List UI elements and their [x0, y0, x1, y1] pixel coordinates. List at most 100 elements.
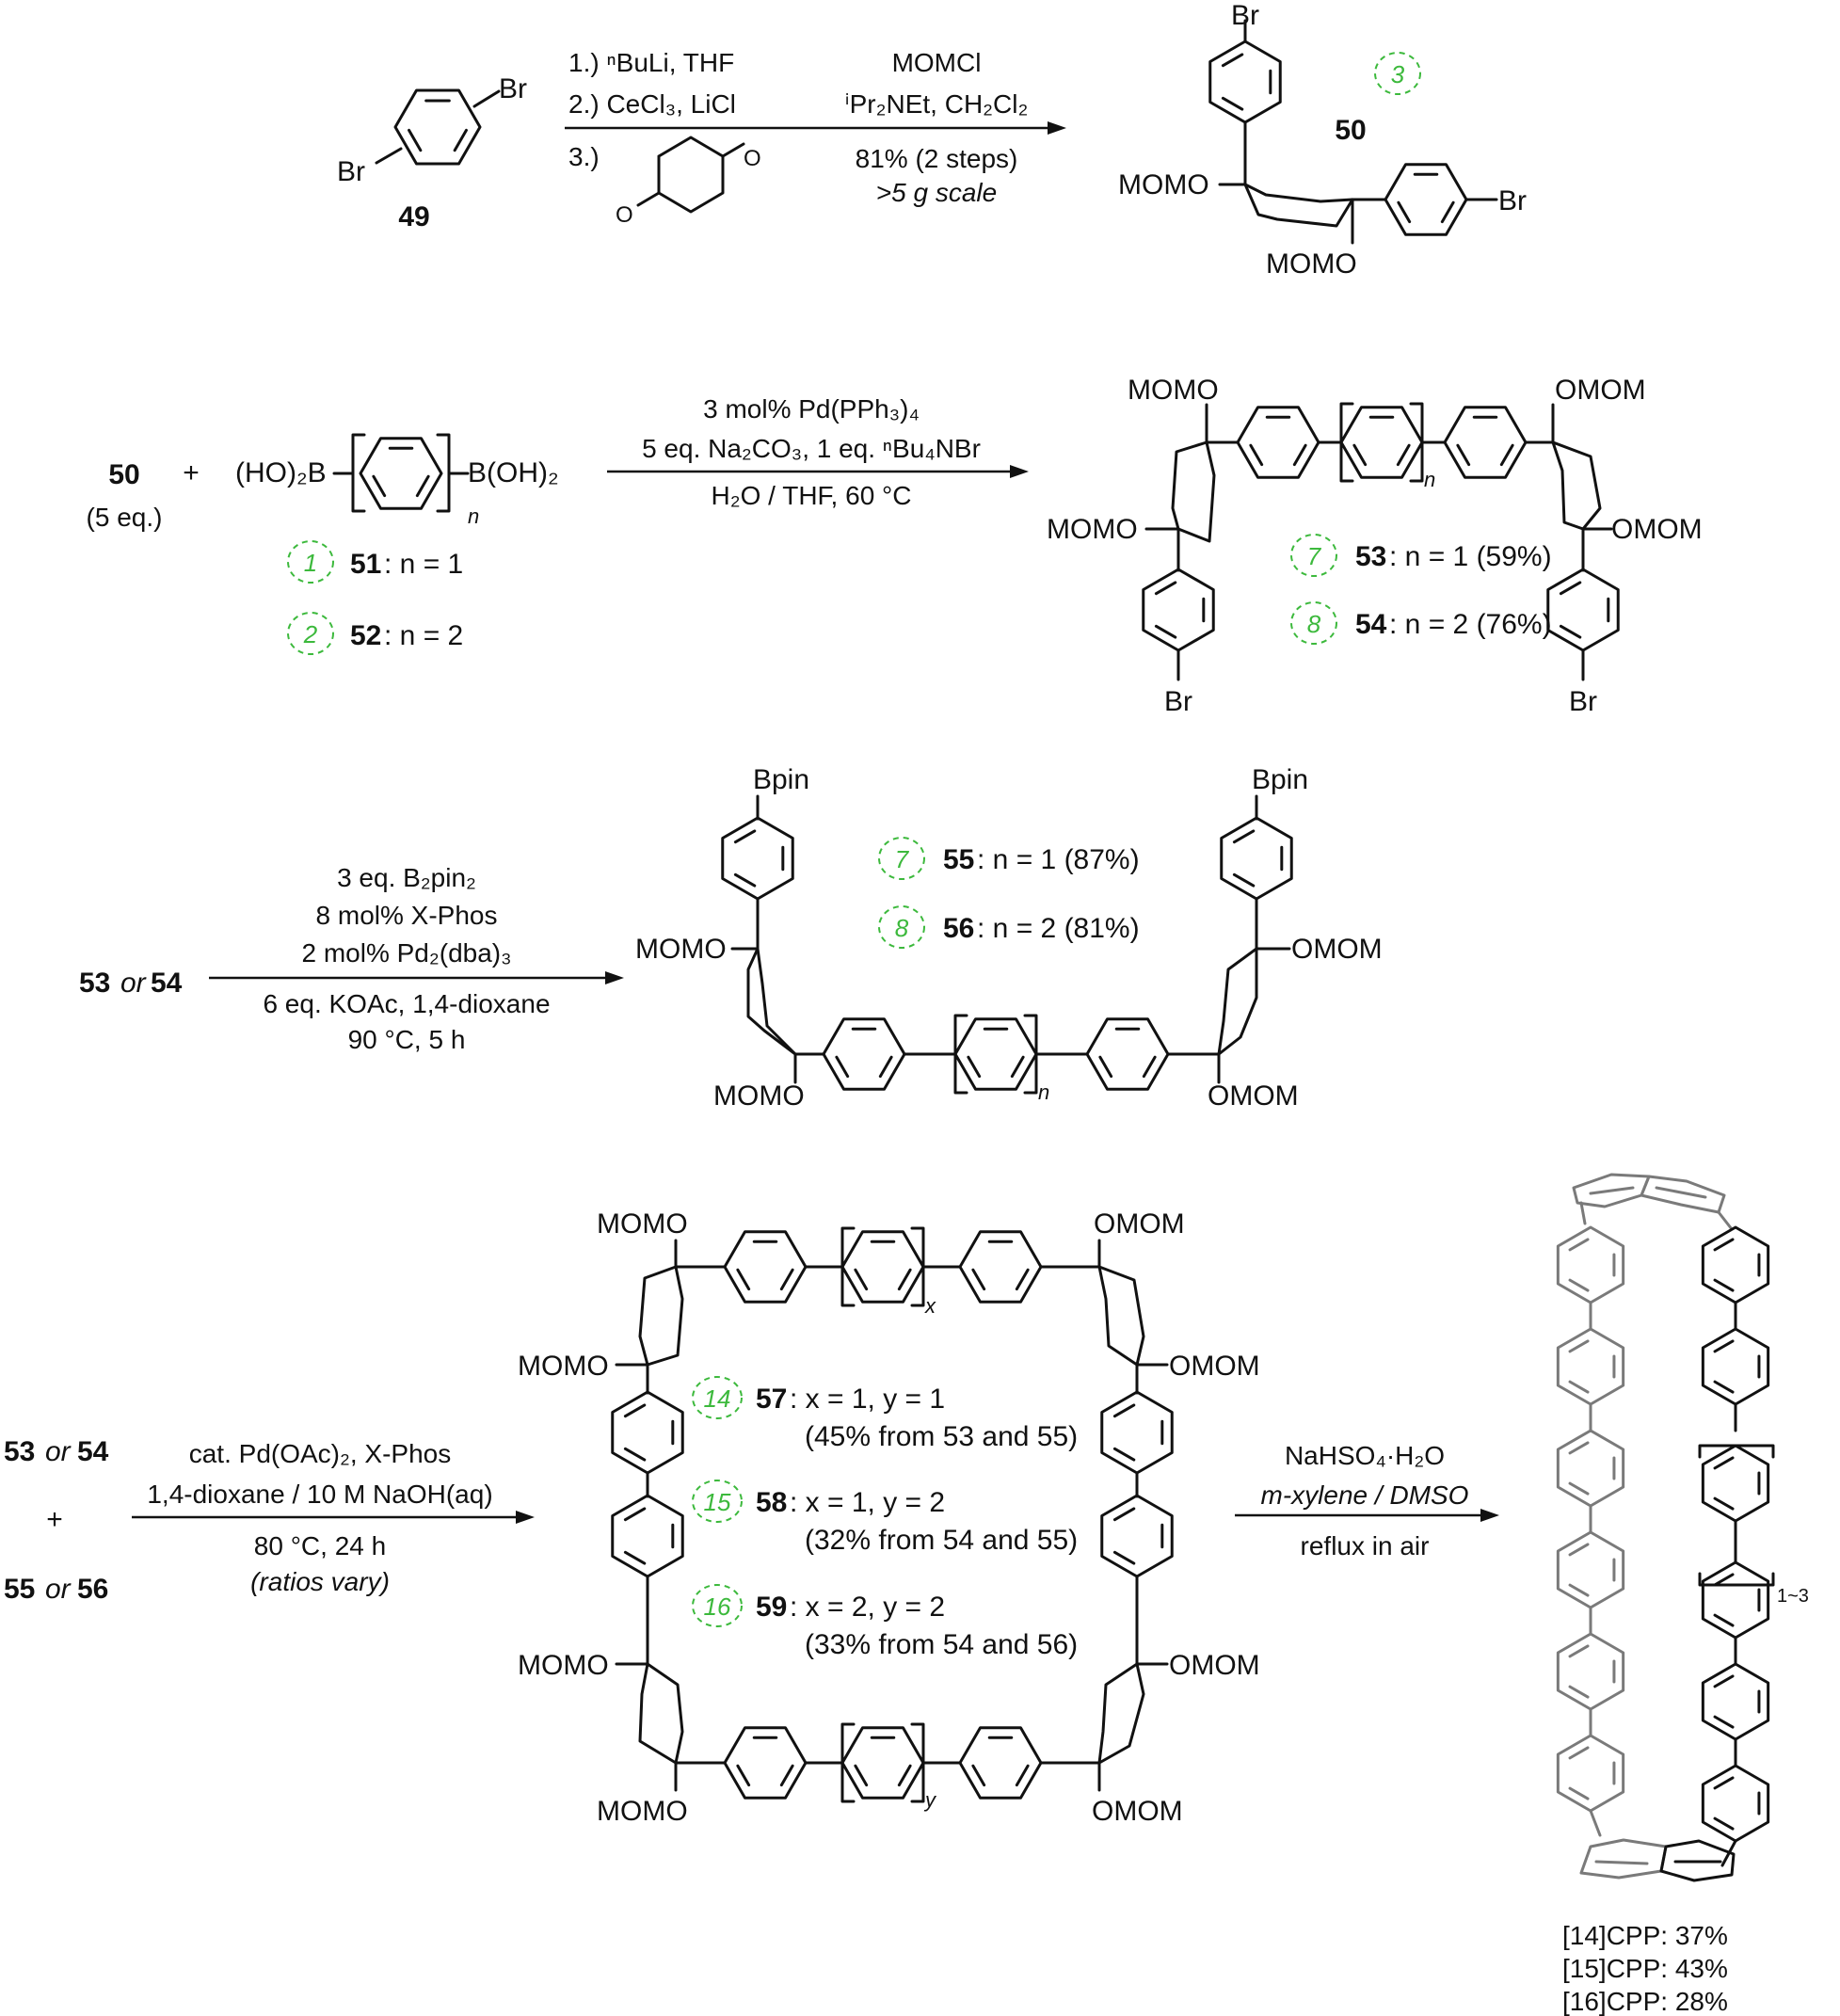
condition-text: 2.) CeCl₃, LiCl	[568, 89, 736, 119]
aromatic-bond	[1154, 624, 1177, 639]
benzene-ring-group	[1556, 1327, 1625, 1406]
aromatic-bond	[623, 1550, 647, 1565]
boronic-right: B(OH)₂	[468, 457, 559, 488]
aromatic-bond	[1112, 1507, 1136, 1522]
aromatic-bond	[897, 1268, 912, 1291]
step-number-circle	[1374, 52, 1421, 95]
cyclohexanedione-structure: O O	[616, 136, 761, 228]
aromatic-bond	[1713, 1613, 1735, 1627]
aromatic-bond	[1559, 624, 1582, 639]
aromatic-bond	[1713, 1278, 1735, 1292]
benzene-ring-group	[1556, 1632, 1625, 1711]
aromatic-bond	[623, 1507, 647, 1522]
aromatic-bond	[623, 1447, 647, 1462]
condition-text: 8 mol% X-Phos	[316, 901, 498, 930]
aromatic-bond	[1713, 1776, 1735, 1790]
benzene-ring-group	[1701, 1225, 1770, 1304]
benzene-ring-group	[1339, 406, 1424, 479]
condition-text: 5 eq. Na₂CO₃, 1 eq. ⁿBu₄NBr	[642, 434, 981, 463]
yield-text: 81% (2 steps)	[856, 144, 1018, 173]
benzene-ring-group	[1556, 1734, 1625, 1813]
compound-description: : n = 1 (87%)	[977, 844, 1140, 875]
compound-number: 54	[151, 968, 183, 999]
compound-number: 53	[1355, 541, 1386, 572]
condition-text: m-xylene / DMSO	[1261, 1480, 1469, 1510]
benzene-ring	[1339, 406, 1424, 479]
aromatic-bond	[971, 1764, 986, 1787]
step-number-circle	[692, 1376, 743, 1419]
momo-label: MOMO	[1266, 248, 1357, 280]
aromatic-bond	[1221, 96, 1244, 111]
aromatic-bond	[415, 474, 430, 498]
benzene-ring-group	[611, 1494, 684, 1578]
compound-number: 59	[756, 1592, 787, 1623]
step-number: 14	[704, 1384, 731, 1413]
benzene-ring	[953, 1017, 1038, 1091]
subscript-n: n	[1424, 468, 1435, 491]
benzene-ring	[723, 1726, 808, 1800]
benzene-ring-group	[1085, 1017, 1170, 1091]
aromatic-bond	[1456, 443, 1471, 467]
compound-source: (45% from 53 and 55)	[805, 1421, 1078, 1452]
condition-text: ⁱPr₂NEt, CH₂Cl₂	[845, 89, 1029, 119]
momo-label: MOMO	[1128, 375, 1219, 406]
aromatic-bond	[1112, 1447, 1136, 1462]
benzene-ring-group	[1384, 163, 1468, 236]
aromatic-bond	[1010, 1055, 1025, 1079]
compound-description: : n = 1	[384, 549, 463, 580]
aromatic-bond	[1568, 1543, 1590, 1557]
aromatic-bond	[1352, 443, 1368, 467]
yield-text: [14]CPP: 37%	[1562, 1921, 1728, 1950]
condition-text: reflux in air	[1301, 1531, 1430, 1560]
benzene-ring	[1208, 40, 1282, 124]
benzene-ring	[840, 1726, 925, 1800]
bromine-label: Br	[1569, 686, 1597, 717]
step-number-circle	[692, 1480, 743, 1523]
benzene-ring	[958, 1726, 1043, 1800]
subscript-x: x	[924, 1294, 936, 1318]
aromatic-bond	[1568, 1441, 1590, 1455]
yield-text: [15]CPP: 43%	[1562, 1954, 1728, 1983]
aromatic-bond	[372, 474, 387, 498]
aromatic-bond	[1713, 1238, 1735, 1252]
condition-text: 90 °C, 5 h	[348, 1025, 466, 1054]
compound-number: 54	[1355, 609, 1387, 640]
step-number: 2	[303, 620, 318, 648]
plus-sign: +	[46, 1504, 63, 1535]
benzene-ring	[611, 1494, 684, 1578]
condition-text: (ratios vary)	[250, 1567, 390, 1596]
oxygen-label: O	[744, 146, 761, 171]
aromatic-bond	[854, 1764, 869, 1787]
compound-number: 58	[756, 1487, 787, 1518]
compound-description: : n = 1 (59%)	[1389, 541, 1552, 572]
benzene-ring	[822, 1017, 906, 1091]
aromatic-bond	[1713, 1339, 1735, 1353]
step-number: 16	[704, 1592, 731, 1621]
compound-number: 53	[79, 968, 110, 999]
compound-number: 49	[398, 201, 429, 232]
step-number: 8	[1307, 610, 1321, 638]
step-number-circle	[1290, 534, 1337, 577]
aromatic-bond	[1440, 200, 1455, 224]
benzene-ring-group	[1443, 406, 1528, 479]
repeat-count: 1~3	[1777, 1586, 1809, 1607]
arrow-head	[516, 1511, 535, 1524]
boronic-left: (HO)₂B	[235, 457, 327, 488]
scale-text: >5 g scale	[876, 178, 997, 207]
momo-label: MOMO	[518, 1650, 609, 1681]
compound-description: : n = 2 (76%)	[1389, 609, 1552, 640]
compound-description: : n = 2 (81%)	[977, 913, 1140, 944]
benzene-ring-group	[1142, 568, 1215, 652]
bromine-label: Br	[337, 156, 365, 187]
momo-label: MOMO	[597, 1208, 688, 1240]
aromatic-bond	[897, 1764, 912, 1787]
aromatic-bond	[1232, 829, 1256, 844]
aromatic-bond	[1098, 1055, 1113, 1079]
compound-50: Br MOMO MOMO Br 50 3	[1118, 0, 1527, 280]
omom-label: OMOM	[1169, 1351, 1260, 1382]
aromatic-bond	[1112, 1550, 1136, 1565]
aromatic-bond	[1015, 1764, 1030, 1787]
cpp-yields: [14]CPP: 37% [15]CPP: 43% [16]CPP: 28%	[1562, 1921, 1728, 2016]
aromatic-bond	[1568, 1380, 1590, 1394]
benzene-ring	[1701, 1225, 1770, 1304]
